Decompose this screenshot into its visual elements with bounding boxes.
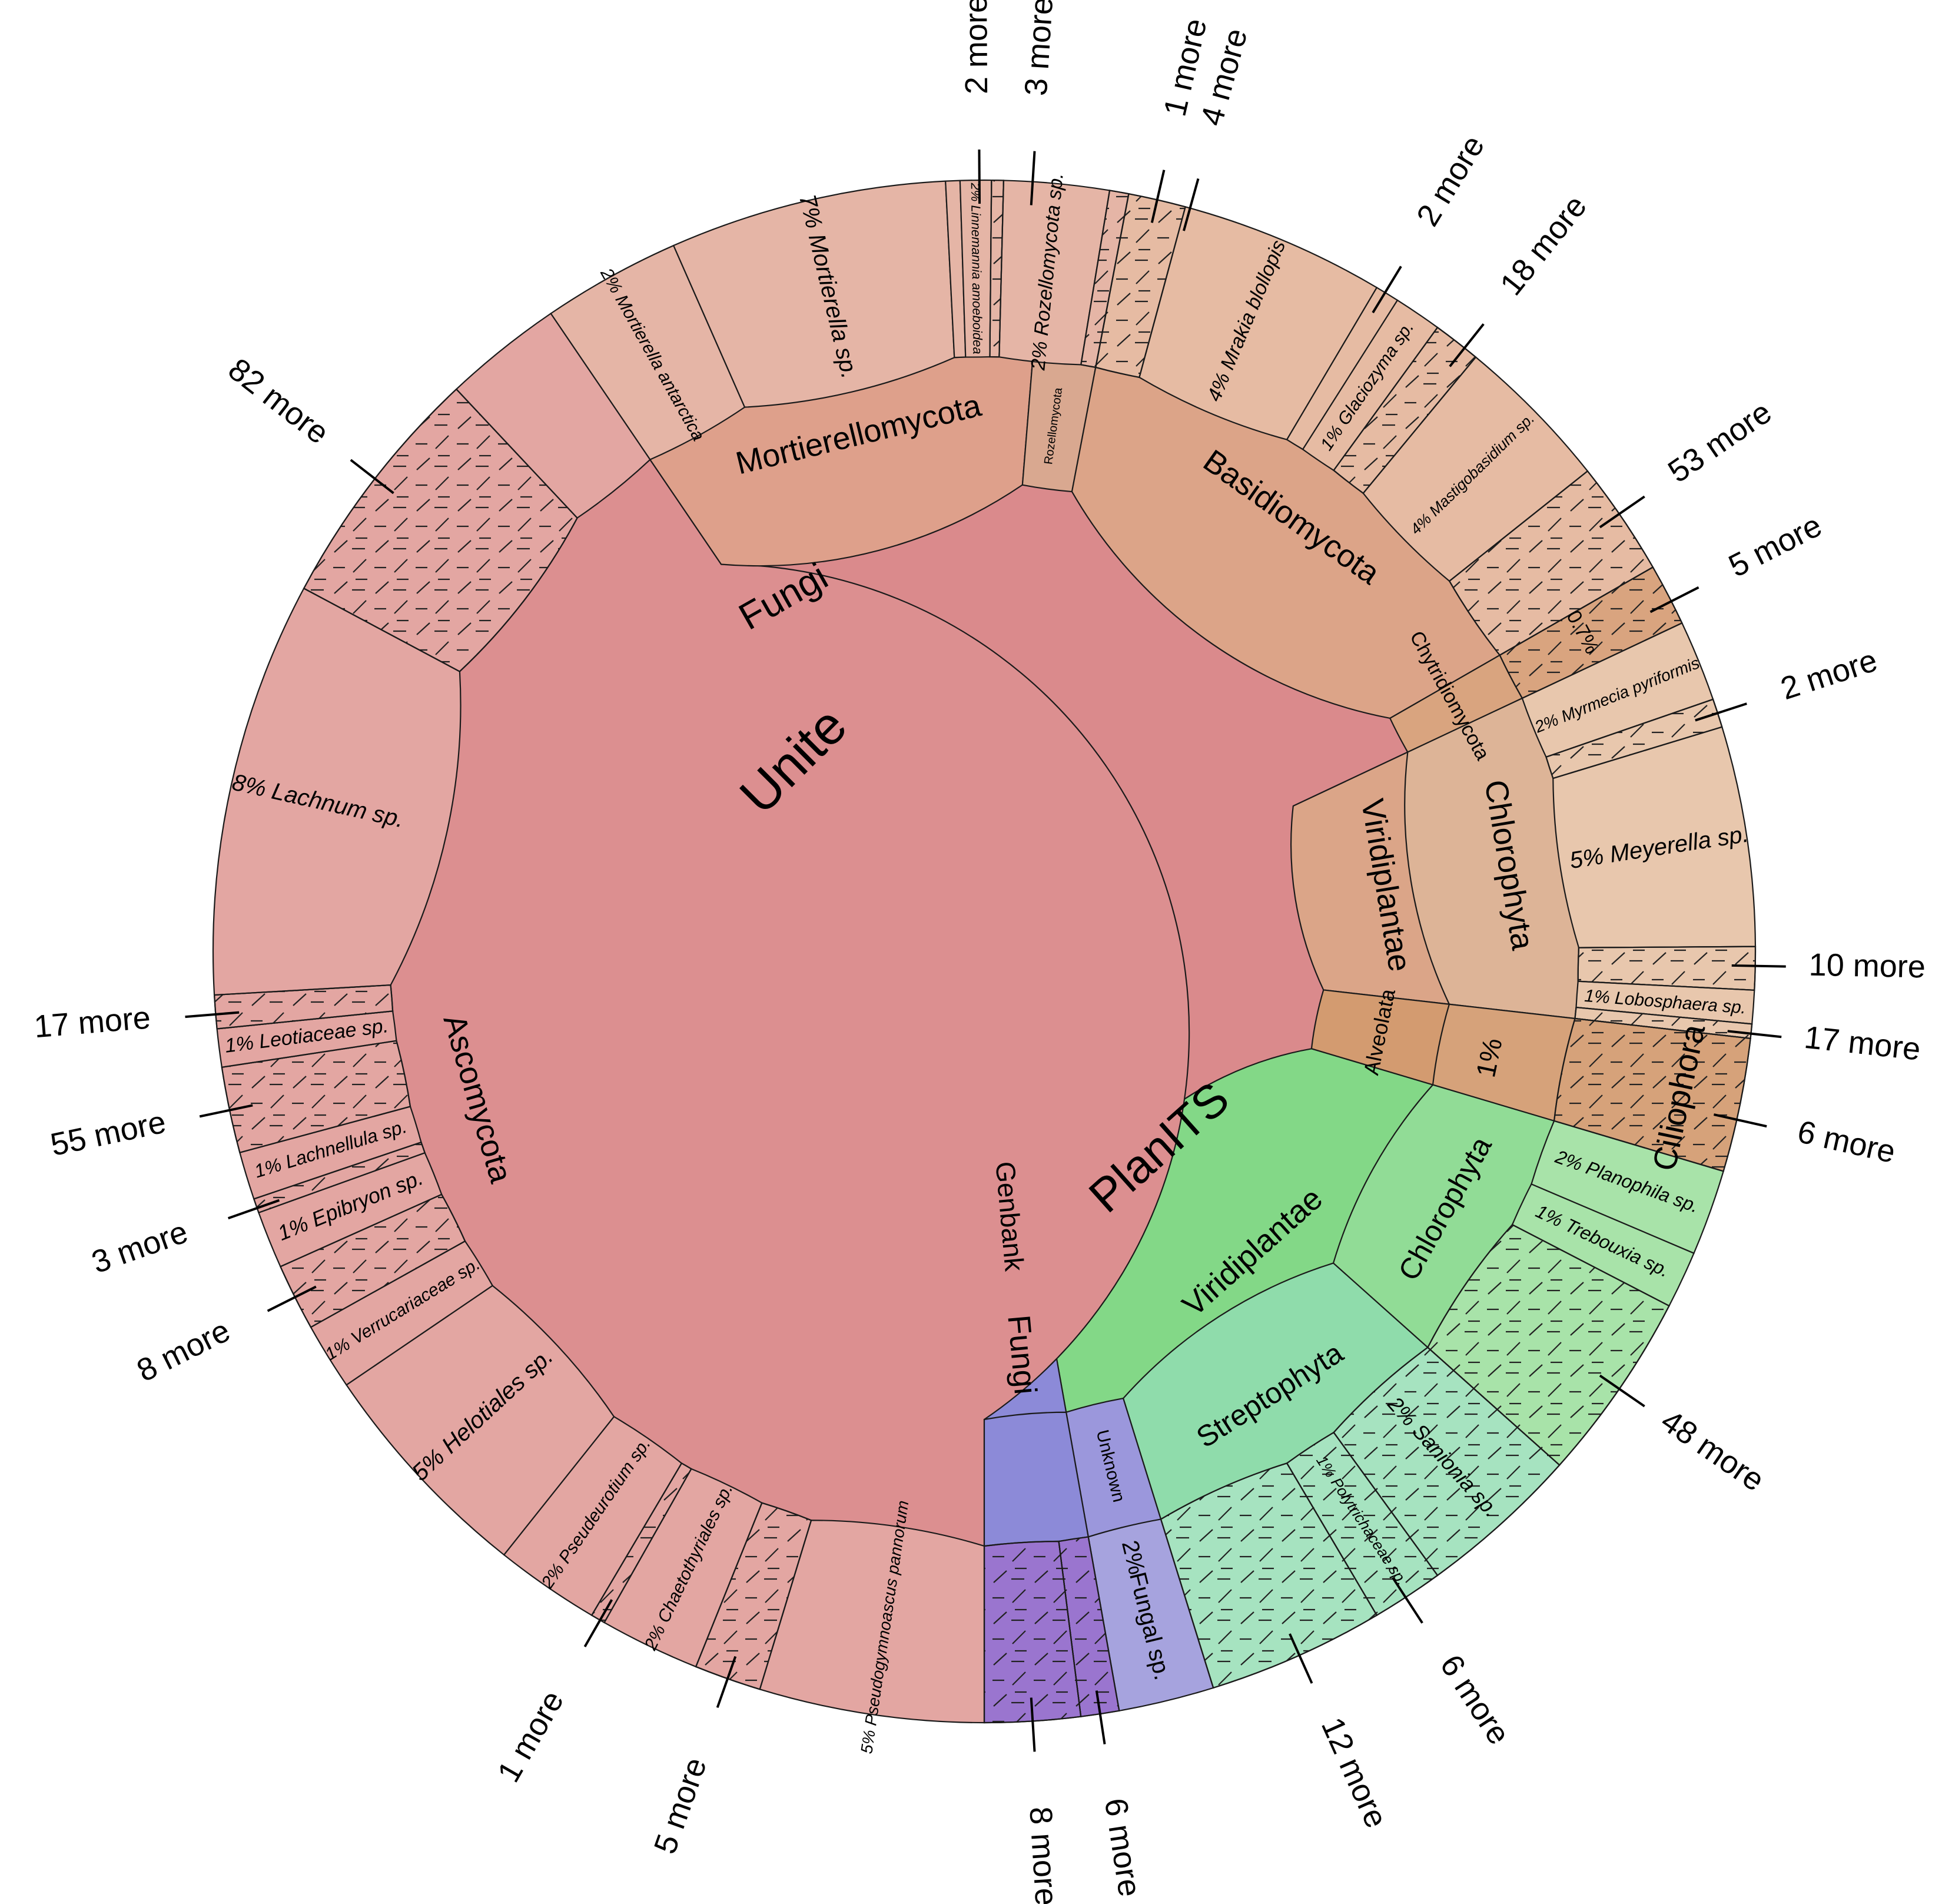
more-label-10: 17 more: [1802, 1020, 1922, 1067]
leaf-chloro-more2-hatch: [1545, 698, 1723, 779]
leaf-basidio-more4-hatch: [1094, 193, 1187, 379]
more-label-17: 5 more: [648, 1753, 714, 1858]
leaf-asco-more5-hatch: [695, 1502, 812, 1690]
leaf-genbank-more8-hatch: [983, 1540, 1082, 1724]
more-label-6: 53 more: [1662, 394, 1778, 490]
more-label-0: 2 more: [958, 0, 994, 94]
leaf-asco-more55-hatch: [221, 1040, 411, 1154]
more-label-14: 12 more: [1314, 1712, 1395, 1833]
more-leader-line: [1449, 323, 1485, 367]
leaf-asco-more17-hatch: [213, 984, 394, 1030]
leaf-mortierello-more3-hatch: [989, 179, 1005, 358]
more-label-8: 2 more: [1777, 642, 1881, 706]
more-leader-line: [1731, 964, 1786, 968]
more-leader-line: [350, 459, 394, 495]
more-label-20: 3 more: [87, 1214, 192, 1281]
leaf-asco-tail: [455, 312, 651, 519]
more-label-19: 8 more: [131, 1313, 235, 1389]
leaf-chytrid-hatch: [1499, 566, 1683, 699]
more-leader-line: [1599, 495, 1645, 529]
more-leader-line: [1695, 702, 1747, 722]
more-leader-line: [1392, 1577, 1423, 1624]
more-leader-line: [1030, 151, 1036, 205]
more-leader-line: [1095, 1690, 1106, 1744]
leaf-chloro-more10-hatch: [1577, 946, 1757, 991]
more-label-21: 55 more: [48, 1104, 169, 1163]
more-label-18: 1 more: [491, 1685, 571, 1789]
more-leader-line: [1727, 1030, 1782, 1039]
more-label-4: 2 more: [1410, 130, 1492, 233]
more-label-11: 6 more: [1794, 1114, 1898, 1170]
more-leader-line: [1150, 170, 1166, 223]
leaf-ciliophora-more6-hatch: [1553, 1017, 1751, 1172]
more-label-1: 3 more: [1018, 0, 1060, 97]
more-label-15: 6 more: [1098, 1796, 1148, 1899]
more-label-13: 6 more: [1433, 1648, 1517, 1751]
more-leader-line: [1599, 1374, 1645, 1408]
collapsed-segments: [213, 179, 1757, 1724]
more-label-22: 17 more: [33, 1000, 152, 1044]
more-leader-line: [199, 1104, 253, 1118]
more-leader-line: [185, 1011, 240, 1019]
leaf-asco-more82-hatch: [303, 388, 578, 672]
label-genbank-fungi: Fungi: [1001, 1313, 1043, 1396]
more-leader-line: [1183, 178, 1200, 231]
more-leader-line: [1649, 586, 1699, 613]
more-leader-line: [1372, 266, 1402, 314]
more-leader-line: [583, 1599, 613, 1647]
more-leader-line: [1030, 1697, 1036, 1752]
more-leader-line: [1289, 1633, 1313, 1684]
more-label-12: 48 more: [1655, 1403, 1771, 1498]
leaf-basidio-more18-hatch: [1333, 326, 1477, 495]
leaf-strepto-more12-hatch: [1160, 1462, 1378, 1689]
more-leader-line: [227, 1199, 280, 1220]
more-leader-line: [1713, 1113, 1767, 1128]
more-leader-line: [978, 150, 981, 204]
more-label-9: 10 more: [1808, 947, 1926, 985]
leaf-label-linnemannia-amoeboidea: 2% Linnemannia amoeboidea: [968, 182, 985, 354]
more-leader-line: [267, 1285, 317, 1312]
more-label-16: 8 more: [1023, 1806, 1064, 1904]
more-label-23: 82 more: [222, 351, 336, 451]
more-leader-line: [716, 1656, 737, 1709]
more-label-5: 18 more: [1493, 188, 1594, 301]
more-label-7: 5 more: [1723, 507, 1827, 584]
leaf-asco-more8-hatch: [279, 1193, 466, 1328]
